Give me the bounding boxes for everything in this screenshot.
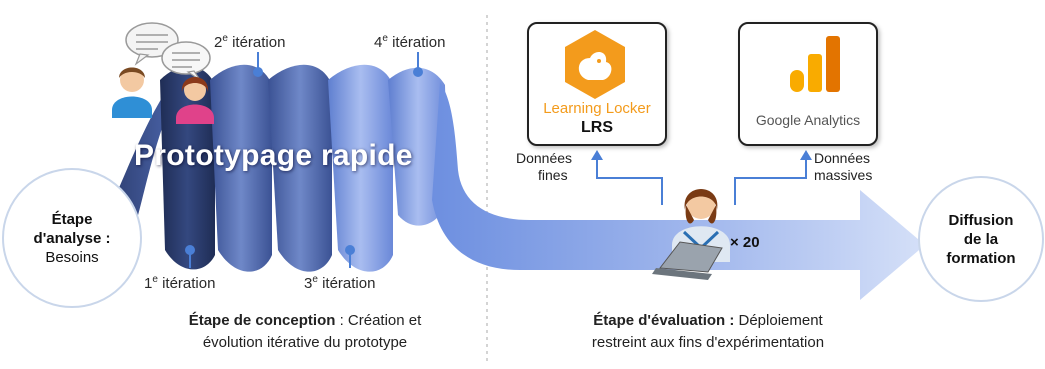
analysis-step-title-1: Étape [51, 210, 93, 228]
google-analytics-bars-icon [790, 36, 840, 92]
flow-to-ga-arrowhead [800, 150, 812, 160]
flow-to-lrs [596, 158, 663, 205]
flow-to-ga [734, 158, 807, 205]
evaluation-caption: Étape d'évaluation : Déploiement restrei… [591, 312, 825, 351]
laptop-icon [652, 241, 723, 280]
conception-caption: Étape de conception : Création et évolut… [188, 312, 422, 351]
donnees-fines-label: Données fines [516, 150, 573, 183]
diffusion-line-2: de la [963, 230, 999, 248]
analysis-step-circle: Étape d'analyse : Besoins [2, 168, 142, 308]
speech-bubble-icon [161, 41, 211, 81]
iteration-3-label: 3e itération [304, 274, 376, 292]
iteration-2-marker [253, 67, 263, 77]
iteration-4-label: 4e itération [374, 33, 446, 51]
iteration-1-label: 1e itération [144, 274, 216, 292]
user-male-icon [112, 67, 152, 118]
spiral-coil-2 [210, 64, 272, 272]
iteration-2-label: 2e itération [214, 33, 286, 51]
prototype-title: Prototypage rapide [134, 139, 413, 172]
flow-to-lrs-arrowhead [591, 150, 603, 160]
diffusion-step-circle: Diffusion de la formation [918, 176, 1044, 302]
speech-bubble-icon [125, 22, 179, 66]
iteration-4-marker [413, 67, 423, 77]
donnees-massives-label: Données massives [814, 150, 873, 183]
iteration-3-marker [345, 245, 355, 255]
analysis-step-subtitle: Besoins [45, 248, 99, 266]
analysis-step-title-2: d'analyse : [33, 229, 111, 247]
learning-locker-lrs: LRS [581, 119, 613, 136]
diffusion-line-1: Diffusion [948, 211, 1014, 229]
iteration-1-marker [185, 245, 195, 255]
user-female-icon [176, 77, 214, 124]
evaluator-multiplier: × 20 [730, 234, 760, 251]
evaluation-arrow [432, 82, 925, 300]
spiral-coil-3 [268, 64, 332, 272]
google-analytics-name: Google Analytics [755, 112, 861, 128]
learning-locker-hexagon-icon [565, 30, 625, 99]
spiral-coil-4 [328, 64, 393, 272]
diffusion-line-3: formation [946, 249, 1016, 267]
learning-locker-name: Learning Locker [543, 100, 651, 117]
